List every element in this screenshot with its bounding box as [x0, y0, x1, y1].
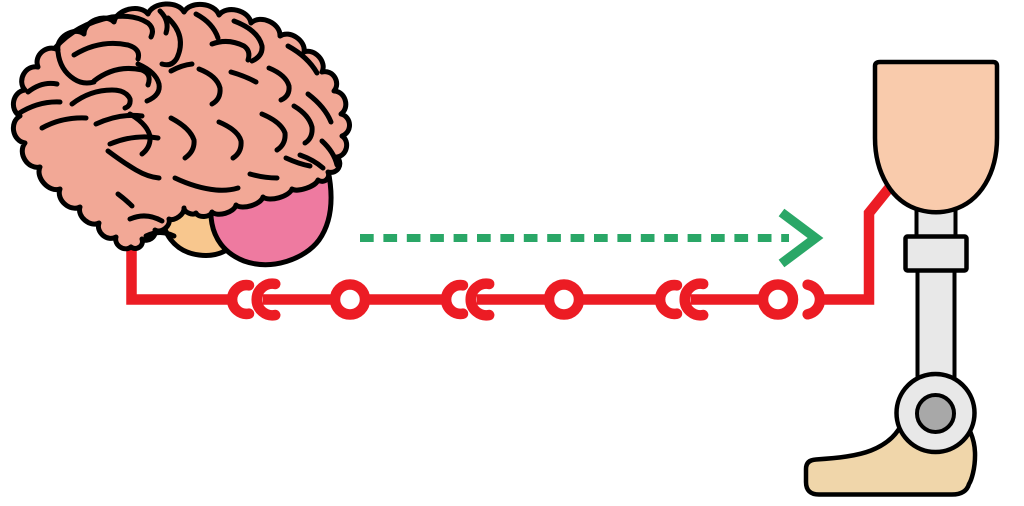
nerve-signal-pathway [126, 184, 894, 321]
brain-sulcus [159, 15, 183, 68]
arrow-head [778, 208, 824, 268]
brain-sulcus [25, 80, 60, 95]
brain-sulcus [297, 152, 326, 171]
brain-sulcus [39, 115, 89, 131]
synapse-arc-large [251, 278, 281, 321]
synapse-arc-small [654, 279, 683, 320]
brain-sulcus [247, 171, 280, 181]
brain-sulcus [319, 138, 340, 168]
brain-sulcus [228, 69, 259, 85]
brain-sulcus [172, 175, 241, 193]
brain-sulcus [93, 112, 145, 127]
brain-sulcus [127, 111, 153, 157]
brain-sulcus [231, 18, 265, 64]
socket [872, 59, 1000, 215]
synapse-arc-small [440, 279, 469, 320]
synapse-arc-large [679, 278, 709, 321]
brain-sulcus [143, 230, 177, 239]
brain-sulcus [196, 66, 223, 107]
brain-sulci [15, 8, 340, 239]
brain-sulcus [127, 213, 165, 224]
knee-joint-hub [915, 393, 956, 434]
brain-sulcus [259, 111, 288, 153]
neuron-ring [543, 279, 585, 320]
brain-illustration [10, 1, 352, 267]
brain-sulcus [135, 61, 162, 104]
nerve-line [823, 184, 894, 305]
synapse-arc-small [226, 279, 255, 320]
brain-sulcus [168, 61, 195, 74]
brain-sulcus [71, 40, 141, 62]
brain-sulcus [55, 49, 97, 86]
nerve-line [126, 243, 229, 305]
neuron-ring [757, 279, 799, 320]
brain-sulcus [216, 119, 244, 161]
brain-sulcus [193, 11, 221, 41]
brain-sulcus [69, 87, 133, 111]
brain-sulcus [91, 65, 152, 88]
brain-sulcus [105, 148, 162, 181]
signal-direction-arrow [360, 208, 824, 268]
brain-sulcus [157, 8, 170, 36]
brain-sulcus [305, 91, 334, 125]
brain-sulcus [283, 155, 313, 169]
brain-sulcus [168, 115, 197, 161]
brain-sulcus [52, 13, 155, 51]
brain-sulcus [107, 134, 161, 147]
synapse-arc-large [465, 278, 495, 321]
clamp [903, 234, 969, 273]
brain-sulcus [115, 191, 135, 209]
prosthetic-leg [803, 59, 1000, 497]
terminal-arc [802, 279, 826, 320]
brain-sulcus [285, 43, 320, 76]
brain-sulcus [266, 65, 292, 103]
brain-sulcus [209, 38, 252, 63]
brain-sulcus [291, 103, 315, 146]
neuron-ring [329, 279, 371, 320]
brain-sulcus [15, 99, 63, 117]
